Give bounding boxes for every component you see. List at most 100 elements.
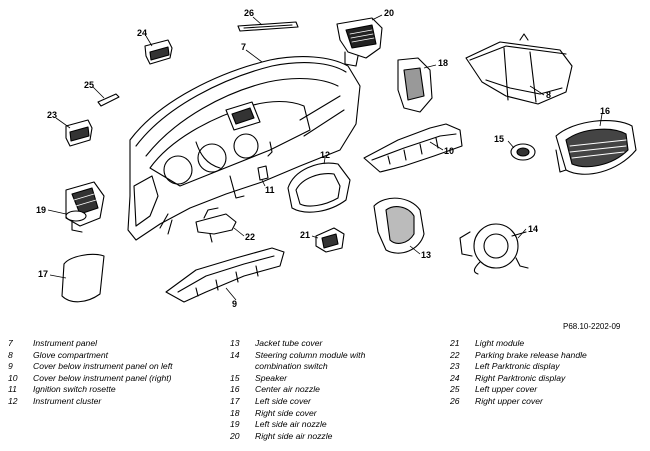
legend-item-label: Speaker — [255, 372, 288, 383]
legend-item-label: Right side cover — [255, 407, 317, 418]
left-side-air-nozzle-part — [65, 181, 105, 233]
legend-item: 20 Right side air nozzle — [230, 431, 445, 443]
legend-column-3: 21 Light module 22 Parking brake release ha… — [450, 338, 645, 408]
callout-14: 14 — [528, 224, 539, 234]
callout-9: 9 — [232, 299, 238, 309]
right-side-cover-part — [397, 57, 433, 113]
callout-15: 15 — [494, 134, 505, 144]
legend-item-number: 23 — [450, 361, 460, 372]
legend-item-number: 15 — [230, 372, 240, 383]
legend-item-label: Right side air nozzle — [255, 430, 333, 441]
callout-22: 22 — [245, 232, 256, 242]
parts-drawing — [47, 14, 637, 303]
left-upper-cover-part — [97, 93, 120, 107]
legend-item-number: 8 — [8, 349, 13, 360]
legend-item-number: 16 — [230, 384, 240, 395]
legend-item: 15 Speaker — [230, 373, 445, 385]
center-air-nozzle-part — [555, 120, 637, 175]
ignition-switch-rosette-part — [257, 141, 273, 181]
parking-brake-handle-part — [195, 207, 237, 243]
legend-item: 11 Ignition switch rosette — [8, 384, 223, 396]
legend-item-number: 19 — [230, 419, 240, 430]
legend-item-label: Parking brake release handle — [475, 349, 587, 360]
legend-item: 21 Light module — [450, 338, 645, 350]
legend-item-number: 11 — [8, 384, 17, 395]
exploded-view-diagram: 26 20 24 7 18 8 25 23 16 10 15 12 11 19 … — [36, 8, 637, 309]
legend-item-number: 13 — [230, 338, 240, 348]
legend-item-number: 22 — [450, 349, 460, 360]
callout-10: 10 — [444, 146, 455, 156]
legend-item-number: 10 — [8, 372, 18, 383]
legend-item-number: 12 — [8, 395, 18, 406]
legend-item: 22 Parking brake release handle — [450, 350, 645, 362]
right-upper-cover-part — [237, 21, 299, 32]
legend-item-label: Left upper cover — [475, 384, 538, 395]
callout-20: 20 — [384, 8, 395, 18]
callout-7: 7 — [241, 42, 247, 52]
legend-item-label: Left side air nozzle — [255, 419, 327, 430]
speaker-part — [510, 143, 536, 161]
legend-item-label: combination switch — [255, 361, 328, 372]
legend-item-label: Ignition switch rosette — [33, 384, 116, 395]
legend-item-label: Instrument panel — [33, 338, 98, 348]
legend-item: 17 Left side cover — [230, 396, 445, 408]
legend-item-number: 14 — [230, 349, 240, 360]
legend-item-number: 21 — [450, 338, 460, 348]
glove-compartment-part — [465, 33, 573, 105]
callout-25: 25 — [84, 80, 95, 90]
legend-item: 7 Instrument panel — [8, 338, 223, 350]
left-side-cover-part — [61, 253, 105, 303]
callout-18: 18 — [438, 58, 449, 68]
legend-item: 16 Center air nozzle — [230, 384, 445, 396]
cover-below-panel-right-part — [363, 123, 463, 173]
callout-8: 8 — [546, 90, 552, 100]
legend-item-number: 24 — [450, 372, 460, 383]
legend-item-number: 18 — [230, 407, 240, 418]
left-parktronic-display-part — [65, 119, 93, 147]
steering-column-module-part — [459, 223, 529, 275]
legend-item: 23 Left Parktronic display — [450, 361, 645, 373]
legend-item-label: Left side cover — [255, 395, 311, 406]
legend-item-number: 9 — [8, 361, 13, 372]
legend-item: 19 Left side air nozzle — [230, 419, 445, 431]
legend-item-label: Right upper cover — [475, 395, 543, 406]
legend-item-label: Cover below instrument panel (right) — [33, 372, 172, 383]
legend-item: 25 Left upper cover — [450, 384, 645, 396]
callout-16: 16 — [600, 106, 611, 116]
legend-item-number: 26 — [450, 395, 460, 406]
right-parktronic-display-part — [144, 39, 173, 65]
figure-reference: P68.10-2202-09 — [563, 322, 621, 331]
callout-23: 23 — [47, 110, 58, 120]
legend-item-number: 17 — [230, 395, 240, 406]
light-module-part — [315, 227, 345, 253]
jacket-tube-cover-part — [373, 197, 425, 254]
legend-item-label: Cover below instrument panel on left — [33, 361, 173, 372]
legend-item-label: Center air nozzle — [255, 384, 320, 395]
legend-item-number: 25 — [450, 384, 460, 395]
callout-12: 12 — [320, 150, 331, 160]
cover-below-panel-left-part — [165, 247, 285, 303]
instrument-cluster-part — [287, 162, 351, 213]
callout-26: 26 — [244, 8, 255, 18]
legend-item: 9 Cover below instrument panel on left — [8, 361, 223, 373]
legend-item: combination switch — [230, 361, 445, 373]
legend-item-number: 20 — [230, 430, 240, 441]
callout-13: 13 — [421, 250, 432, 260]
legend-item: 10 Cover below instrument panel (right) — [8, 373, 223, 385]
legend-item-label: Light module — [475, 338, 525, 348]
legend-item-label: Left Parktronic display — [475, 361, 560, 372]
callout-11: 11 — [265, 185, 275, 195]
instrument-panel-part — [127, 56, 361, 241]
legend-item: 18 Right side cover — [230, 408, 445, 420]
legend-item-number: 7 — [8, 338, 13, 348]
callout-17: 17 — [38, 269, 49, 279]
callout-21: 21 — [300, 230, 311, 240]
